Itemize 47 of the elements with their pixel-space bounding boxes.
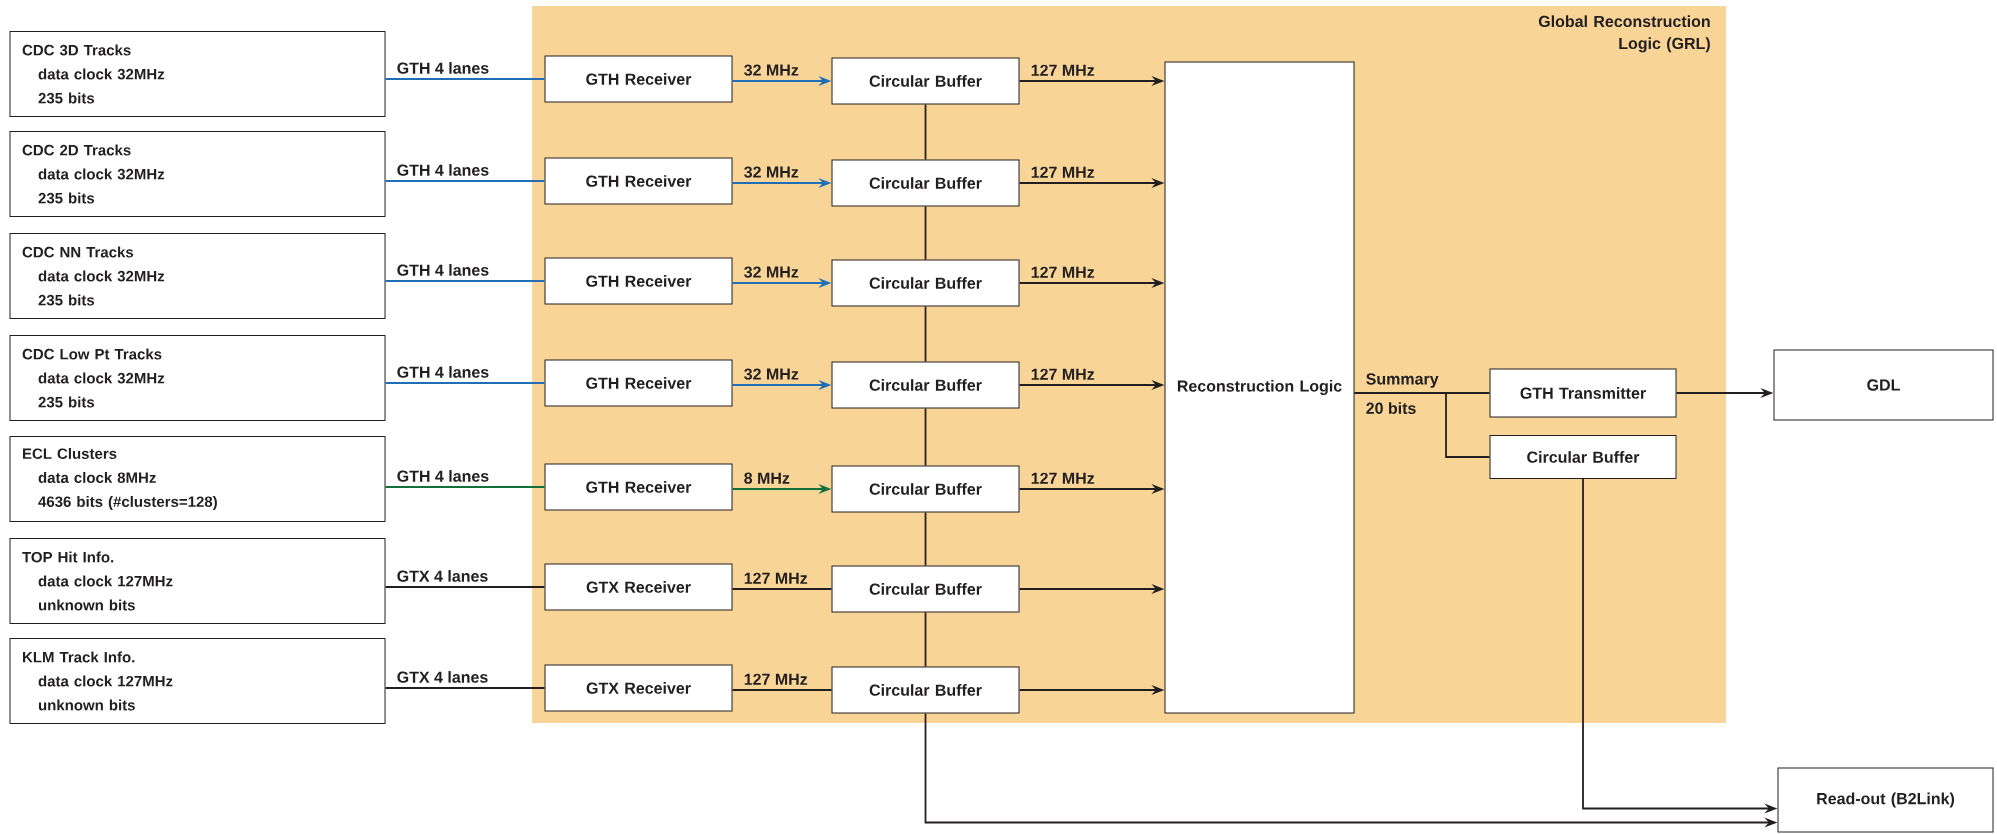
source-box: CDC NN Tracks data clock 32MHz 235 bits <box>9 233 386 319</box>
process-box: Circular Buffer <box>831 666 1020 714</box>
process-box: Read-out (B2Link) <box>1777 767 1994 833</box>
edge-label: 32 MHz <box>744 64 799 76</box>
process-box: GTH Receiver <box>544 463 733 511</box>
edge-label: 32 MHz <box>744 368 799 380</box>
process-box: Circular Buffer <box>1489 435 1677 479</box>
process-box: Circular Buffer <box>831 57 1020 105</box>
source-box: CDC 2D Tracks data clock 32MHz 235 bits <box>9 131 386 217</box>
process-box: Circular Buffer <box>831 465 1020 513</box>
edge-label: 127 MHz <box>1031 64 1095 76</box>
edge-label: 8 MHz <box>744 472 790 484</box>
edge-label: 127 MHz <box>1031 266 1095 278</box>
process-box: GDL <box>1773 349 1994 421</box>
edge-label: GTX 4 lanes <box>397 671 488 683</box>
source-box: TOP Hit Info. data clock 127MHz unknown bits <box>9 538 386 624</box>
edge-label: Summary <box>1366 373 1439 388</box>
source-box: KLM Track Info. data clock 127MHz unknown bits <box>9 638 386 724</box>
process-box: Reconstruction Logic <box>1164 61 1355 714</box>
source-box: ECL Clusters data clock 8MHz 4636 bits (#clusters=128) <box>9 436 386 522</box>
process-box: Circular Buffer <box>831 159 1020 207</box>
edge-label: GTH 4 lanes <box>397 366 489 378</box>
edge-label: 32 MHz <box>744 166 799 178</box>
edge-label: 32 MHz <box>744 266 799 278</box>
edge-label: GTH 4 lanes <box>397 264 489 276</box>
process-box: GTH Receiver <box>544 55 733 103</box>
edge-label: 127 MHz <box>1031 472 1095 484</box>
process-box: GTX Receiver <box>544 563 733 611</box>
process-box: GTH Receiver <box>544 359 733 407</box>
edge-label: GTH 4 lanes <box>397 62 489 74</box>
edge-label: 20 bits <box>1366 402 1416 414</box>
process-box: Circular Buffer <box>831 361 1020 409</box>
process-box: GTH Transmitter <box>1489 368 1677 418</box>
source-box: CDC 3D Tracks data clock 32MHz 235 bits <box>9 31 386 117</box>
edge-label: 127 MHz <box>744 673 808 685</box>
process-box: GTX Receiver <box>544 664 733 712</box>
edge-label: 127 MHz <box>1031 166 1095 178</box>
source-box: CDC Low Pt Tracks data clock 32MHz 235 bits <box>9 335 386 421</box>
edge-label: 127 MHz <box>744 572 808 584</box>
process-box: GTH Receiver <box>544 257 733 305</box>
edge-label: 127 MHz <box>1031 368 1095 380</box>
edge-label: GTH 4 lanes <box>397 470 489 482</box>
edge-label: GTH 4 lanes <box>397 164 489 176</box>
edge-label: GTX 4 lanes <box>397 570 488 582</box>
process-box: GTH Receiver <box>544 157 733 205</box>
process-box: Circular Buffer <box>831 259 1020 307</box>
process-box: Circular Buffer <box>831 565 1020 613</box>
